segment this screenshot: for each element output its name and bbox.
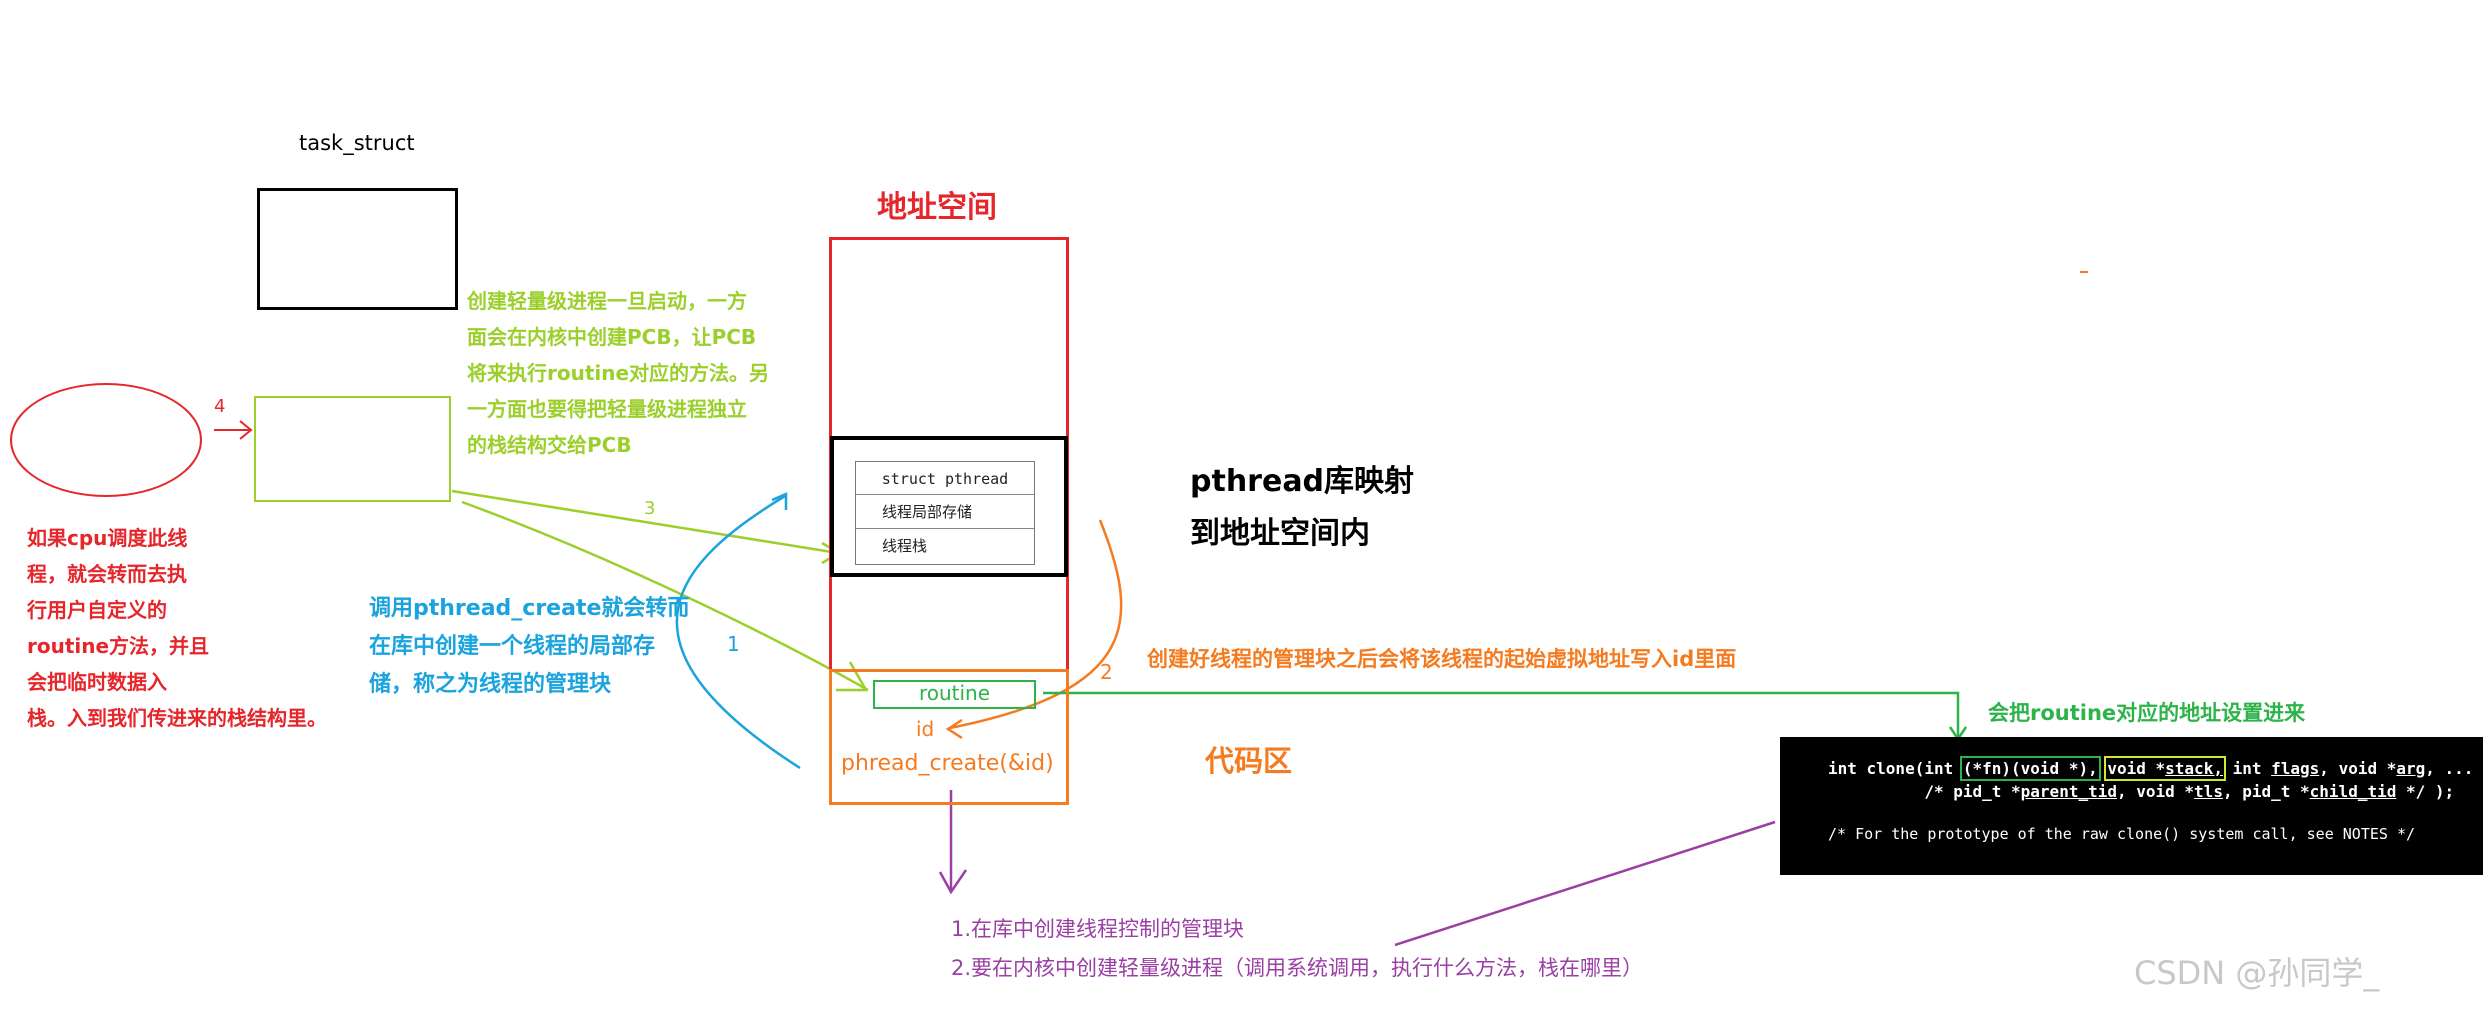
red-note-line: 栈。入到我们传进来的栈结构里。 bbox=[27, 706, 327, 730]
green-note-line: 面会在内核中创建PCB，让PCB bbox=[467, 325, 757, 349]
blue-note-line: 储，称之为线程的管理块 bbox=[369, 672, 612, 697]
clone-prototype-code: int clone(int (*fn)(void *), void *stack… bbox=[1780, 737, 2483, 875]
green-note-line: 一方面也要得把轻量级进程独立 bbox=[467, 397, 747, 421]
green-note-line: 创建轻量级进程一旦启动，一方 bbox=[467, 289, 747, 313]
red-note: 如果cpu调度此线 程，就会转而去执 行用户自定义的 routine方法，并且 … bbox=[27, 520, 327, 736]
thread-local-storage-text: 线程局部存储 bbox=[882, 503, 973, 521]
red-note-line: routine方法，并且 bbox=[27, 634, 210, 658]
arrow-1-blue bbox=[675, 492, 801, 770]
routine-box bbox=[873, 680, 1036, 709]
red-note-line: 会把临时数据入 bbox=[27, 670, 167, 694]
lightweight-process-box bbox=[254, 396, 451, 502]
red-note-line: 程，就会转而去执 bbox=[27, 562, 187, 586]
task-struct-box bbox=[257, 188, 458, 310]
cpu-ellipse bbox=[10, 383, 202, 497]
fn-param-highlight: (*fn)(void *), bbox=[1959, 756, 2101, 781]
arrow-routine-to-clone bbox=[1043, 691, 1968, 742]
blue-note-line: 调用pthread_create就会转而 bbox=[369, 596, 690, 621]
clone-green-note: 会把routine对应的地址设置进来 bbox=[1988, 701, 2306, 725]
arrow-2-orange bbox=[945, 519, 1123, 740]
red-note-line: 行用户自定义的 bbox=[27, 598, 167, 622]
stack-param-highlight: void *stack, bbox=[2104, 756, 2226, 781]
struct-pthread-text: struct pthread bbox=[881, 470, 1009, 488]
blue-note: 调用pthread_create就会转而 在库中创建一个线程的局部存 储，称之为… bbox=[369, 590, 689, 704]
struct-pthread-block: struct pthread 线程局部存储 线程栈 bbox=[855, 461, 1035, 565]
thread-local-storage-row: 线程局部存储 bbox=[856, 494, 1034, 528]
arrow-purple-down bbox=[938, 790, 968, 895]
line-purple-to-code bbox=[1394, 820, 1776, 947]
thread-stack-row: 线程栈 bbox=[856, 528, 1034, 564]
purple-note-2: 2.要在内核中创建轻量级进程（调用系统调用，执行什么方法，栈在哪里） bbox=[951, 956, 1644, 980]
step-2-label: 2 bbox=[1100, 660, 1113, 684]
code-line-1: int clone(int (*fn)(void *), void *stack… bbox=[1828, 756, 2474, 781]
pthread-map-line1: pthread库映射 bbox=[1190, 464, 1415, 499]
red-note-line: 如果cpu调度此线 bbox=[27, 526, 188, 550]
code-line-3: /* For the prototype of the raw clone() … bbox=[1828, 825, 2415, 843]
green-note: 创建轻量级进程一旦启动，一方 面会在内核中创建PCB，让PCB 将来执行rout… bbox=[467, 283, 769, 463]
pthread-map-line2: 到地址空间内 bbox=[1190, 516, 1370, 551]
green-note-line: 将来执行routine对应的方法。另 bbox=[467, 361, 770, 385]
step-3-label: 3 bbox=[644, 498, 656, 519]
task-struct-label: task_struct bbox=[299, 131, 415, 155]
arrow-4 bbox=[214, 420, 253, 440]
code-line-2: /* pid_t *parent_tid, void *tls, pid_t *… bbox=[1828, 782, 2455, 801]
address-space-title: 地址空间 bbox=[877, 190, 997, 225]
orange-note: 创建好线程的管理块之后会将该线程的起始虚拟地址写入id里面 bbox=[1147, 647, 1737, 671]
step-1-label: 1 bbox=[727, 632, 740, 656]
csdn-watermark: CSDN @孙同学_ bbox=[2134, 954, 2380, 992]
struct-pthread-label: struct pthread bbox=[856, 470, 1034, 490]
pthread-create-label: phread_create(&id) bbox=[841, 751, 1054, 776]
step-4-label: 4 bbox=[214, 396, 226, 417]
code-area-box bbox=[829, 669, 1069, 805]
id-label: id bbox=[916, 717, 935, 741]
green-note-line: 的栈结构交给PCB bbox=[467, 433, 632, 457]
blue-note-line: 在库中创建一个线程的局部存 bbox=[369, 634, 656, 659]
purple-note-1: 1.在库中创建线程控制的管理块 bbox=[951, 917, 1245, 941]
thread-stack-text: 线程栈 bbox=[882, 537, 928, 555]
code-area-title: 代码区 bbox=[1205, 744, 1293, 778]
routine-label: routine bbox=[918, 681, 991, 705]
